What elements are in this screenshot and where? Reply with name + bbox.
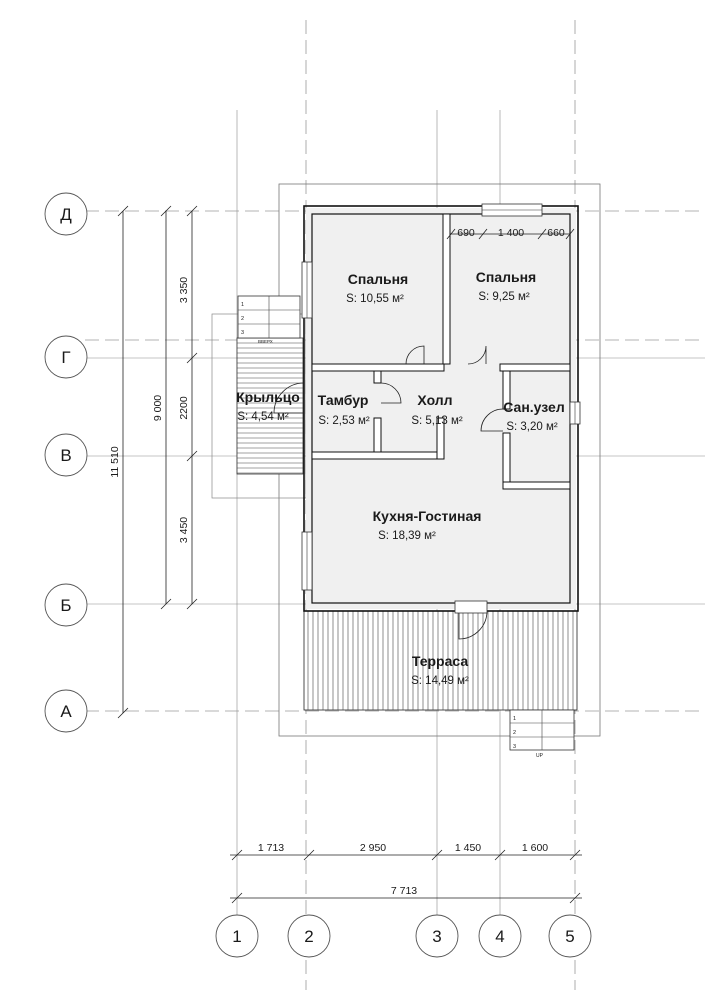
axis-bubble-3 bbox=[415, 914, 459, 958]
partition-hall-right bbox=[436, 417, 445, 460]
axis-bubble-V bbox=[44, 433, 88, 477]
partition-tambur-top bbox=[373, 370, 382, 384]
partition-bath-left-top bbox=[502, 370, 511, 410]
room-area-living-kitchen: S: 18,39 м² bbox=[378, 530, 436, 542]
door-entrance[interactable] bbox=[273, 382, 305, 414]
axis-label-A: А bbox=[60, 702, 72, 721]
axis-label-V: В bbox=[60, 446, 71, 465]
porch: 1 2 3 ВВЕРХ bbox=[211, 295, 307, 499]
axis-bubble-G bbox=[44, 335, 88, 379]
room-labels: Спальня S: 10,55 м² Спальня S: 9,25 м² Т… bbox=[236, 269, 565, 687]
partition-tambur-bottom bbox=[373, 417, 382, 453]
dim-label-window-3: 660 bbox=[547, 227, 565, 239]
terrace: 1 2 3 UP bbox=[303, 610, 578, 759]
porch-decking bbox=[237, 342, 303, 474]
partition-bath-top bbox=[499, 363, 571, 372]
dim-label-window-2: 1 400 bbox=[498, 227, 524, 239]
door-bedroom-1[interactable] bbox=[405, 345, 425, 365]
porch-step-2: 2 bbox=[241, 316, 244, 322]
axis-label-1: 1 bbox=[232, 927, 241, 946]
terrace-step-2: 2 bbox=[513, 730, 516, 736]
porch-stair-up: ВВЕРХ bbox=[258, 339, 273, 344]
door-bedroom-2[interactable] bbox=[467, 345, 487, 365]
room-name-tambur: Тамбур bbox=[318, 392, 369, 408]
axis-bubbles-left: Д Г В Б А bbox=[44, 192, 88, 733]
dim-label-inner-3: 3 450 bbox=[178, 517, 190, 543]
room-area-hall: S: 5,13 м² bbox=[411, 415, 463, 427]
room-name-bedroom-1: Спальня bbox=[348, 271, 408, 287]
axis-bubble-5 bbox=[548, 914, 592, 958]
dim-label-middle-height: 9 000 bbox=[152, 395, 164, 421]
house-interior-fill bbox=[306, 208, 576, 609]
house-body: 690 1 400 660 bbox=[273, 203, 581, 640]
partition-bath-bottom bbox=[502, 481, 571, 490]
axis-bubbles-bottom: 1 2 3 4 5 bbox=[215, 914, 592, 958]
room-area-bathroom: S: 3,20 м² bbox=[506, 421, 558, 433]
porch-step-1: 1 bbox=[241, 302, 244, 308]
axis-label-4: 4 bbox=[495, 927, 504, 946]
axis-bubble-D bbox=[44, 192, 88, 236]
room-name-bedroom-2: Спальня bbox=[476, 269, 536, 285]
axis-label-B: Б bbox=[60, 596, 71, 615]
room-name-living-kitchen: Кухня-Гостиная bbox=[373, 508, 482, 524]
room-area-bedroom-2: S: 9,25 м² bbox=[478, 291, 530, 303]
room-name-bathroom: Сан.узел bbox=[503, 399, 564, 415]
dim-label-bottom-4: 1 600 bbox=[522, 842, 548, 854]
dim-label-bottom-2: 2 950 bbox=[360, 842, 386, 854]
porch-step-3: 3 bbox=[241, 330, 244, 336]
partition-bedrooms bbox=[442, 213, 451, 365]
axis-label-3: 3 bbox=[432, 927, 441, 946]
dim-label-total-height: 11 510 bbox=[109, 446, 121, 477]
terrace-stair-up: UP bbox=[536, 753, 544, 759]
room-area-terrace: S: 14,49 м² bbox=[411, 675, 469, 687]
room-area-tambur: S: 2,53 м² bbox=[318, 415, 370, 427]
room-name-hall: Холл bbox=[417, 392, 452, 408]
axis-bubble-A bbox=[44, 689, 88, 733]
door-tambur[interactable] bbox=[380, 382, 402, 404]
axis-bubble-2 bbox=[287, 914, 331, 958]
axis-bubble-B bbox=[44, 583, 88, 627]
axis-bubble-1 bbox=[215, 914, 259, 958]
dim-label-inner-2: 2200 bbox=[178, 396, 190, 420]
terrace-step-3: 3 bbox=[513, 744, 516, 750]
axis-label-5: 5 bbox=[565, 927, 574, 946]
door-terrace[interactable] bbox=[458, 610, 488, 640]
partition-bedroom1-bottom bbox=[311, 363, 445, 372]
dim-label-inner-1: 3 350 bbox=[178, 277, 190, 303]
axis-label-2: 2 bbox=[304, 927, 313, 946]
room-area-porch: S: 4,54 м² bbox=[237, 411, 289, 423]
axis-label-G: Г bbox=[61, 348, 70, 367]
left-dimensions: 11 510 9 000 3 350 2200 3 450 bbox=[109, 205, 198, 719]
axis-label-D: Д bbox=[60, 205, 72, 224]
axis-bubble-4 bbox=[478, 914, 522, 958]
room-name-terrace: Терраса bbox=[412, 653, 468, 669]
dim-label-bottom-1: 1 713 bbox=[258, 842, 284, 854]
door-opening-terrace bbox=[454, 600, 488, 614]
terrace-decking bbox=[307, 611, 574, 710]
door-bathroom[interactable] bbox=[480, 408, 504, 432]
room-name-porch: Крыльцо bbox=[236, 389, 300, 405]
dim-label-bottom-3: 1 450 bbox=[455, 842, 481, 854]
dim-label-window-1: 690 bbox=[457, 227, 475, 239]
dim-label-bottom-total: 7 713 bbox=[391, 885, 417, 897]
terrace-step-1: 1 bbox=[513, 716, 516, 722]
bottom-dimensions: 1 713 2 950 1 450 1 600 7 713 bbox=[230, 842, 582, 904]
partition-bath-left bbox=[502, 432, 511, 490]
room-area-bedroom-1: S: 10,55 м² bbox=[346, 293, 404, 305]
partition-living-top bbox=[311, 451, 445, 460]
